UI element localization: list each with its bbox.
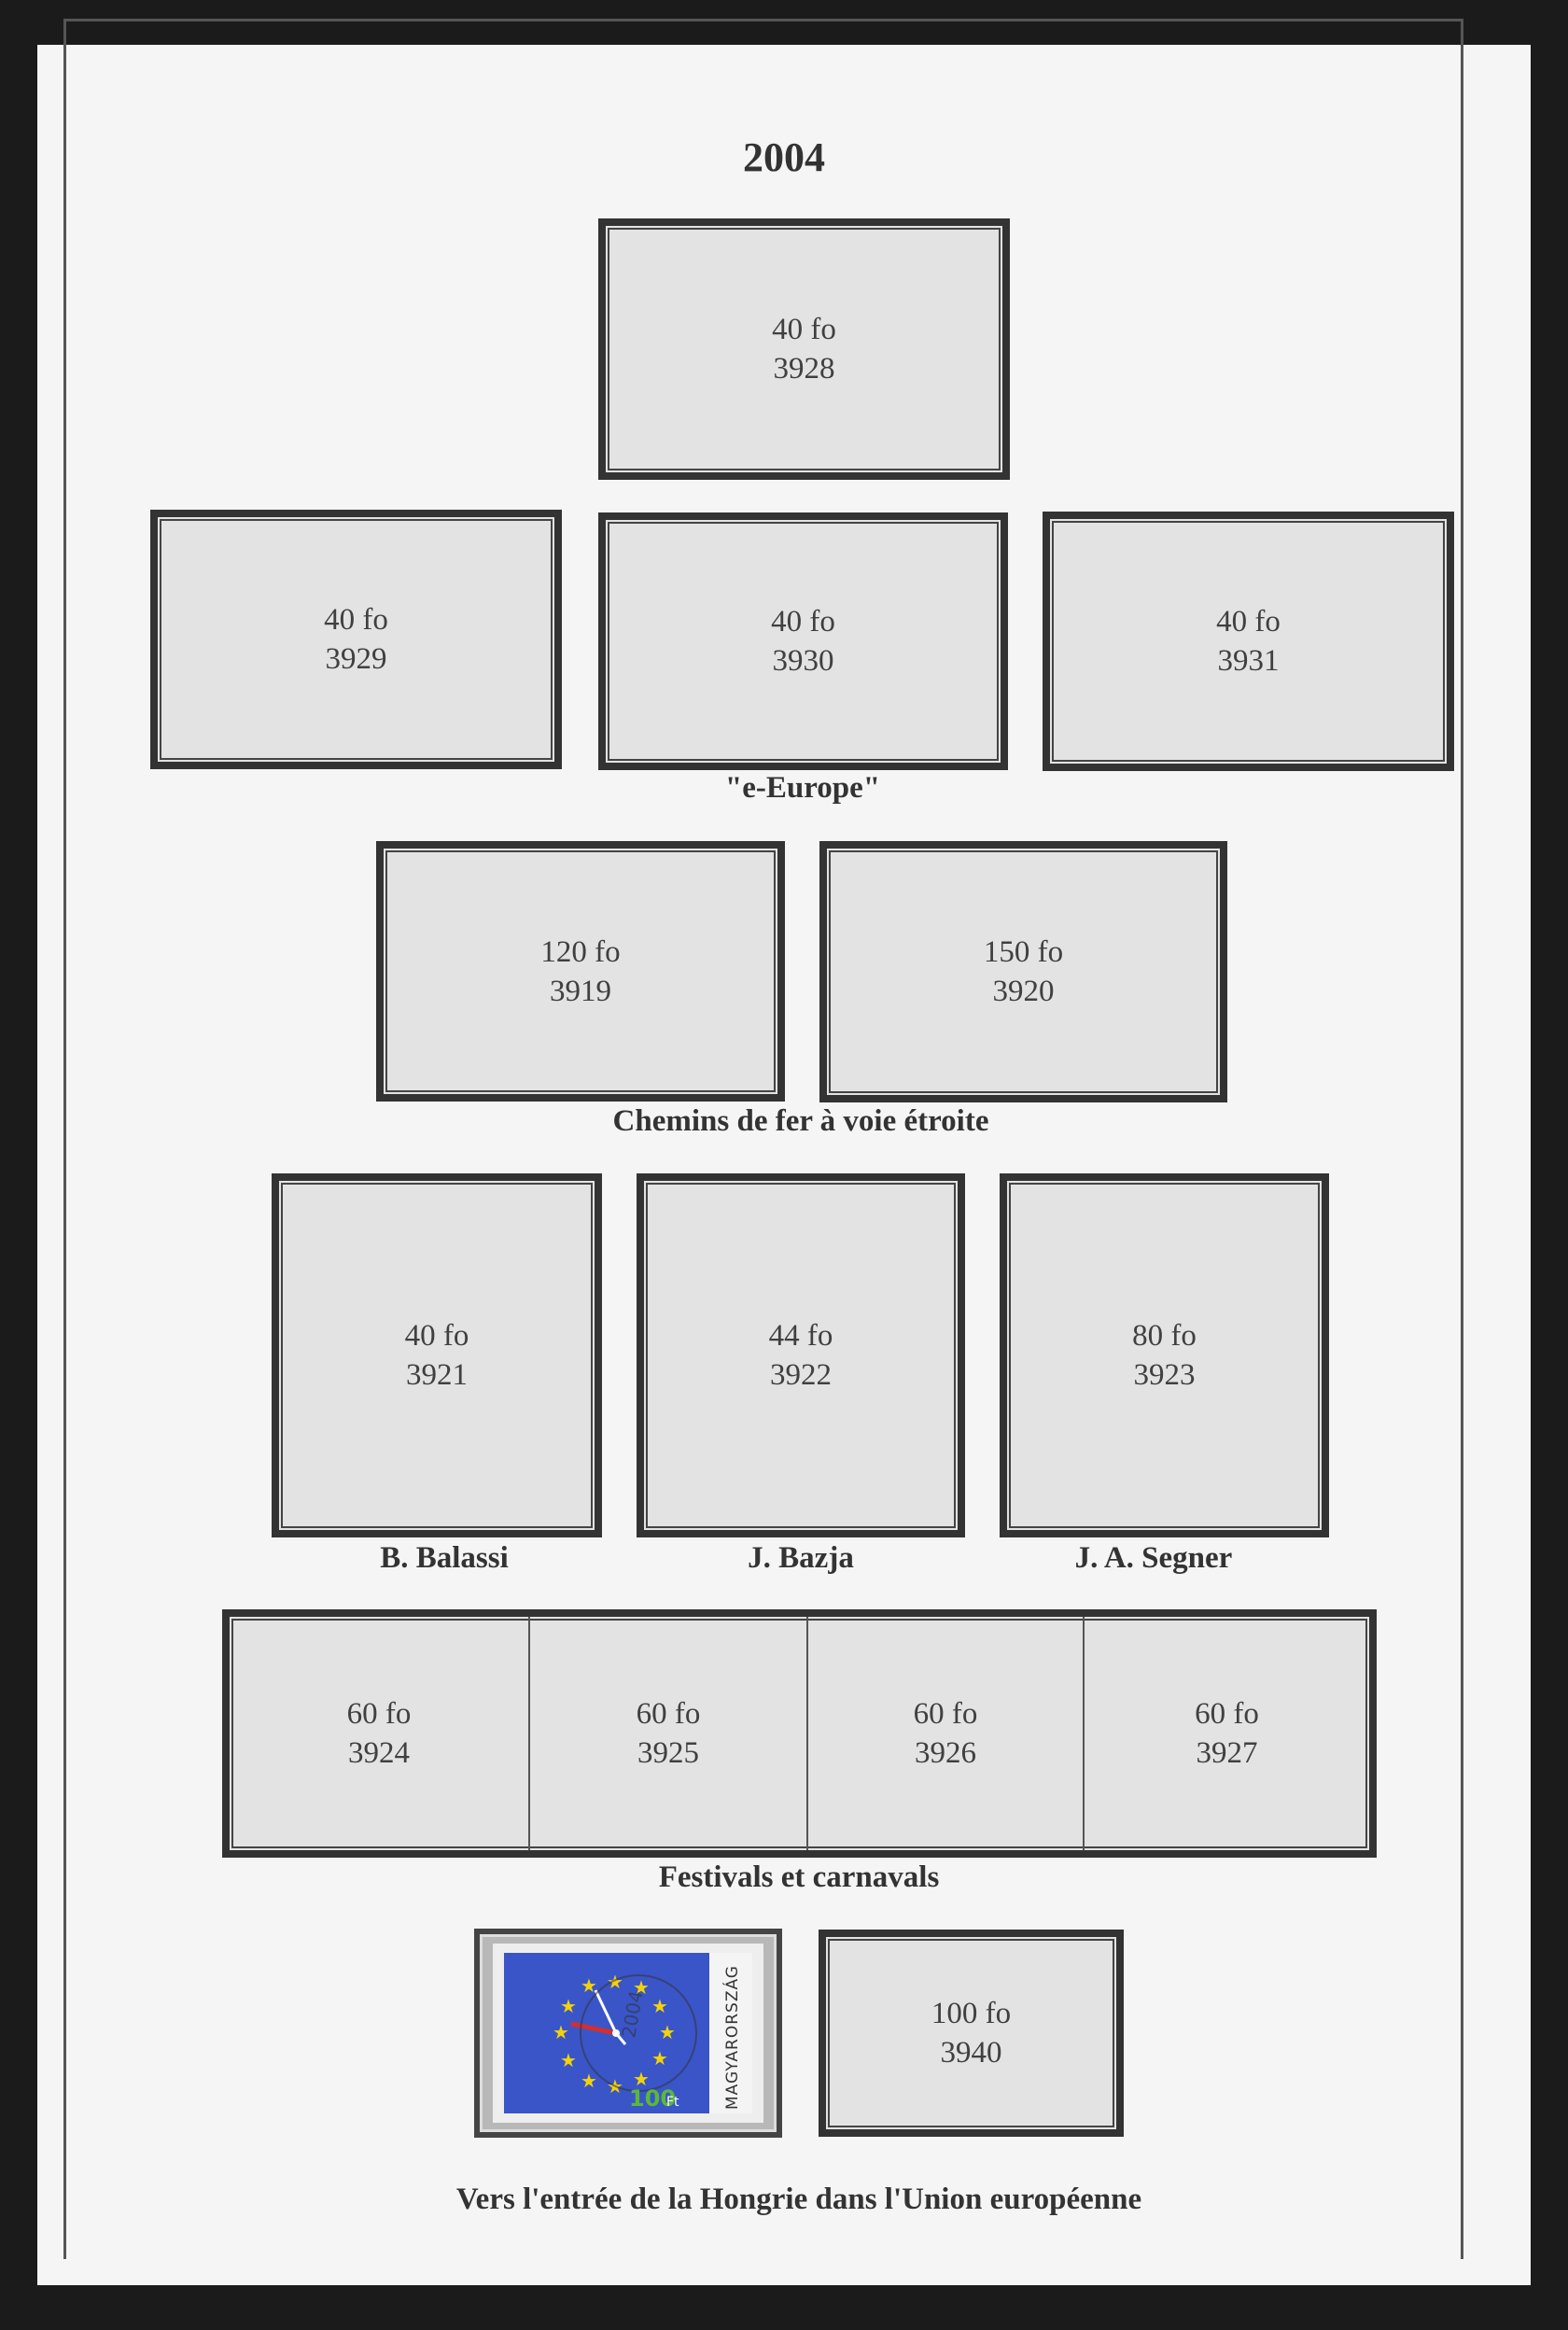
svg-text:MAGYARORSZÁG: MAGYARORSZÁG: [721, 1965, 742, 2110]
stamp-slot-3921: 40 fo 3921: [272, 1173, 602, 1537]
eu-accession-stamp: ★ ★ ★ ★ ★ ★ ★ ★ ★ ★ ★ ★ 2004 100 Ft MAGY…: [474, 1929, 782, 2138]
svg-text:★: ★: [651, 2047, 668, 2070]
stamp-slot-3919: 120 fo 3919: [376, 841, 785, 1102]
stamp-slot-3920: 150 fo 3920: [819, 841, 1227, 1102]
svg-text:★: ★: [633, 1976, 650, 1999]
slot-number: 3921: [406, 1358, 468, 1392]
page-frame: [63, 19, 1463, 2259]
slot-value: 100 fo: [931, 1997, 1012, 2030]
slot-value: 44 fo: [768, 1319, 833, 1353]
caption-festivals: Festivals et carnavals: [658, 1860, 940, 1894]
slot-value: 40 fo: [1216, 605, 1281, 639]
slot-value: 60 fo: [636, 1697, 701, 1731]
svg-text:★: ★: [633, 2068, 650, 2090]
slot-number: 3920: [992, 975, 1055, 1008]
stamp-slot-3930: 40 fo 3930: [598, 512, 1008, 770]
slot-value: 150 fo: [983, 935, 1064, 969]
stamp-strip-3924-3927: 60 fo 3924 60 fo 3925 60 fo 3926 60 fo 3927: [222, 1609, 1377, 1858]
stamp-slot-3923: 80 fo 3923: [1000, 1173, 1329, 1537]
stamp-slot-3940: 100 fo 3940: [819, 1930, 1124, 2137]
eu-stamp-image: ★ ★ ★ ★ ★ ★ ★ ★ ★ ★ ★ ★ 2004 100 Ft MAGY…: [493, 1944, 763, 2123]
svg-text:★: ★: [560, 2049, 577, 2071]
slot-value: 60 fo: [1195, 1697, 1259, 1731]
caption-eu-accession: Vers l'entrée de la Hongrie dans l'Union…: [455, 2183, 1142, 2216]
svg-text:★: ★: [607, 1971, 623, 1993]
strip-cell-3927: 60 fo 3927: [1083, 1617, 1369, 1850]
svg-text:★: ★: [581, 2070, 597, 2092]
caption-e-europe: "e-Europe": [724, 771, 881, 805]
slot-value: 120 fo: [540, 934, 621, 969]
strip-cell-3925: 60 fo 3925: [528, 1617, 806, 1850]
strip-cell-3924: 60 fo 3924: [230, 1617, 528, 1850]
svg-text:★: ★: [560, 1995, 577, 2017]
slot-value: 80 fo: [1132, 1319, 1197, 1353]
slot-number: 3925: [637, 1736, 699, 1770]
eu-stars: ★ ★ ★ ★ ★ ★ ★ ★ ★ ★ ★ ★: [553, 1971, 676, 2098]
slot-number: 3940: [940, 2036, 1002, 2070]
slot-number: 3919: [550, 974, 611, 1008]
slot-value: 40 fo: [404, 1319, 469, 1353]
slot-value: 40 fo: [772, 313, 836, 346]
strip-cell-3926: 60 fo 3926: [806, 1617, 1083, 1850]
caption-bazja: J. Bazja: [748, 1541, 854, 1575]
caption-narrow-gauge: Chemins de fer à voie étroite: [612, 1104, 989, 1138]
slot-number: 3923: [1133, 1358, 1196, 1392]
slot-value: 60 fo: [346, 1697, 412, 1731]
slot-number: 3924: [348, 1736, 410, 1770]
slot-number: 3922: [770, 1358, 832, 1392]
slot-number: 3928: [773, 352, 835, 386]
svg-text:★: ★: [553, 2021, 569, 2043]
stamp-slot-3922: 44 fo 3922: [637, 1173, 965, 1537]
slot-number: 3926: [915, 1736, 976, 1770]
caption-segner: J. A. Segner: [1074, 1541, 1233, 1575]
slot-number: 3931: [1217, 644, 1280, 678]
page-title: 2004: [743, 134, 825, 180]
slot-value: 40 fo: [771, 605, 835, 639]
slot-number: 3927: [1196, 1736, 1258, 1770]
slot-number: 3929: [325, 642, 387, 676]
svg-text:100: 100: [629, 2085, 676, 2112]
stamp-slot-3929: 40 fo 3929: [150, 510, 562, 769]
svg-text:★: ★: [581, 1974, 597, 1997]
svg-text:Ft: Ft: [666, 2095, 679, 2110]
stamp-slot-3928: 40 fo 3928: [598, 218, 1010, 480]
caption-balassi: B. Balassi: [380, 1541, 509, 1575]
svg-text:★: ★: [651, 1995, 668, 2017]
stamp-slot-3931: 40 fo 3931: [1043, 512, 1454, 771]
svg-text:★: ★: [659, 2021, 676, 2043]
slot-number: 3930: [772, 644, 834, 678]
slot-value: 60 fo: [913, 1697, 978, 1731]
slot-value: 40 fo: [324, 603, 388, 637]
